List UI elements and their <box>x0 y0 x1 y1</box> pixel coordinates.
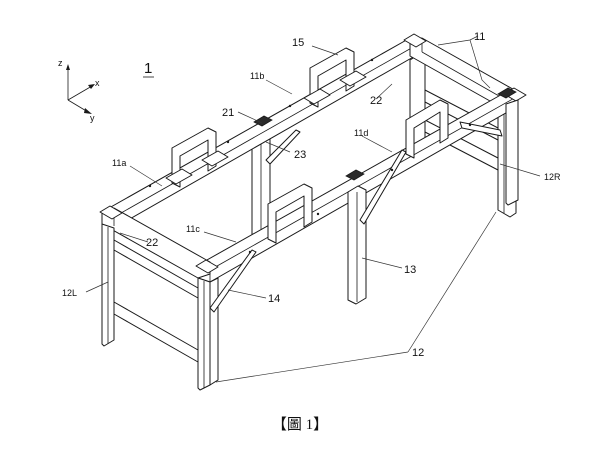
callout-23: 23 <box>294 149 306 161</box>
front-corner-leg <box>197 277 219 391</box>
handle-back-right <box>303 47 367 108</box>
callout-12R: 12R <box>544 172 561 182</box>
figure-caption: 【圖 1】 <box>271 417 329 433</box>
center-front-leg <box>347 185 367 305</box>
axis-y-label: y <box>90 113 95 123</box>
callout-22-left: 22 <box>146 237 158 249</box>
axis-z-label: z <box>58 58 63 68</box>
front-left-leg <box>101 223 115 347</box>
beam-holes <box>148 58 472 254</box>
hinge-brackets <box>253 87 517 181</box>
axis-x-label: x <box>95 78 100 88</box>
center-back-leg <box>251 133 271 242</box>
callout-11d: 11d <box>354 128 368 138</box>
callout-12: 12 <box>412 347 424 359</box>
callout-22-top: 22 <box>370 95 382 107</box>
front-right-leg <box>505 99 519 206</box>
callout-11c: 11c <box>186 224 200 234</box>
callout-21: 21 <box>222 107 234 119</box>
callout-11: 11 <box>474 31 485 43</box>
handle-back-left <box>165 127 229 188</box>
callout-13: 13 <box>404 264 416 276</box>
callout-11a: 11a <box>112 158 126 168</box>
callout-12L: 12L <box>62 288 77 298</box>
diagonal-braces <box>209 121 503 313</box>
handle-front-left <box>267 183 313 244</box>
callout-14: 14 <box>268 293 280 305</box>
leader-lines <box>85 35 541 383</box>
callout-labels: 11 15 11b 22 21 23 11d 11a 12R 22 11c 13… <box>62 31 561 359</box>
callout-11b: 11b <box>250 71 264 81</box>
callout-15: 15 <box>292 37 304 49</box>
figure-number: 1 <box>144 60 152 77</box>
axis-triad: z x y <box>58 58 100 123</box>
handle-front-right <box>405 99 449 159</box>
